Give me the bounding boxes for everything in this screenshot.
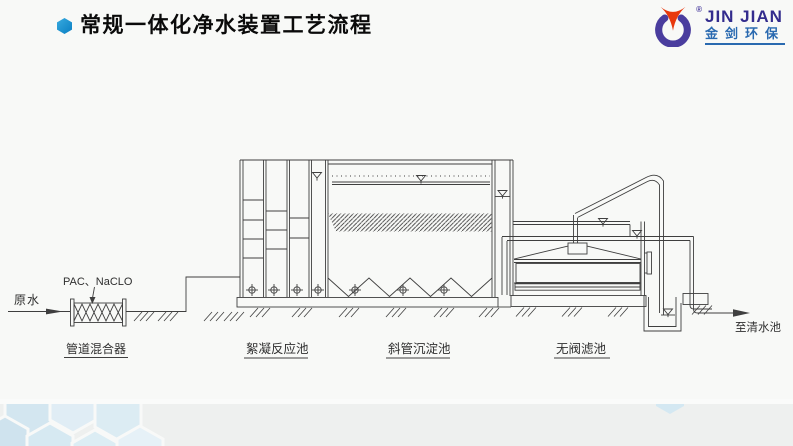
- label-dosing-pac-naclo: PAC、NaCLO: [63, 276, 133, 288]
- foundation-slabs: [236, 295, 713, 318]
- water-seal-well: [643, 293, 709, 332]
- logo-text: JIN JIAN 金剑环保: [704, 6, 785, 45]
- inlet-pipe-and-ground: [126, 276, 245, 322]
- label-pipeline-mixer: 管道混合器: [66, 341, 126, 356]
- clear-water-outlet: 至清水池: [689, 236, 781, 334]
- label-flocculation-tank: 絮凝反应池: [246, 341, 309, 356]
- logo-brand-cn: 金剑环保: [704, 26, 785, 45]
- sedimentation-tank: 斜管沉淀池: [327, 160, 496, 359]
- page-title: 常规一体化净水装置工艺流程: [80, 14, 373, 37]
- registered-trademark: ®: [696, 5, 702, 14]
- raw-water-inlet: 原水: [8, 293, 70, 315]
- label-sedimentation-tank: 斜管沉淀池: [388, 341, 451, 356]
- company-logo: ® JIN JIAN 金剑环保: [648, 5, 785, 48]
- footer-hexagon-accent-icon: [656, 404, 684, 414]
- honeycomb-decoration-icon: [0, 404, 165, 446]
- logo-mark: ®: [648, 5, 702, 48]
- label-raw-water: 原水: [14, 293, 40, 307]
- logo-mark-icon: [655, 6, 691, 48]
- logo-brand-en: JIN JIAN: [704, 6, 783, 26]
- title-bullet-hexagon-icon: [57, 18, 72, 34]
- footer-band: [0, 399, 793, 446]
- outlet-channel: [495, 160, 514, 296]
- pipeline-mixer: 管道混合器: [64, 298, 128, 358]
- label-to-clear-water: 至清水池: [735, 321, 781, 334]
- valveless-filter: 无阀滤池: [502, 215, 694, 359]
- label-valveless-filter: 无阀滤池: [556, 342, 607, 356]
- slide-header: 常规一体化净水装置工艺流程: [57, 14, 373, 38]
- flocculation-tank: 絮凝反应池: [239, 159, 513, 359]
- dosing-point: PAC、NaCLO: [63, 276, 133, 304]
- siphon-pipe: [574, 174, 664, 315]
